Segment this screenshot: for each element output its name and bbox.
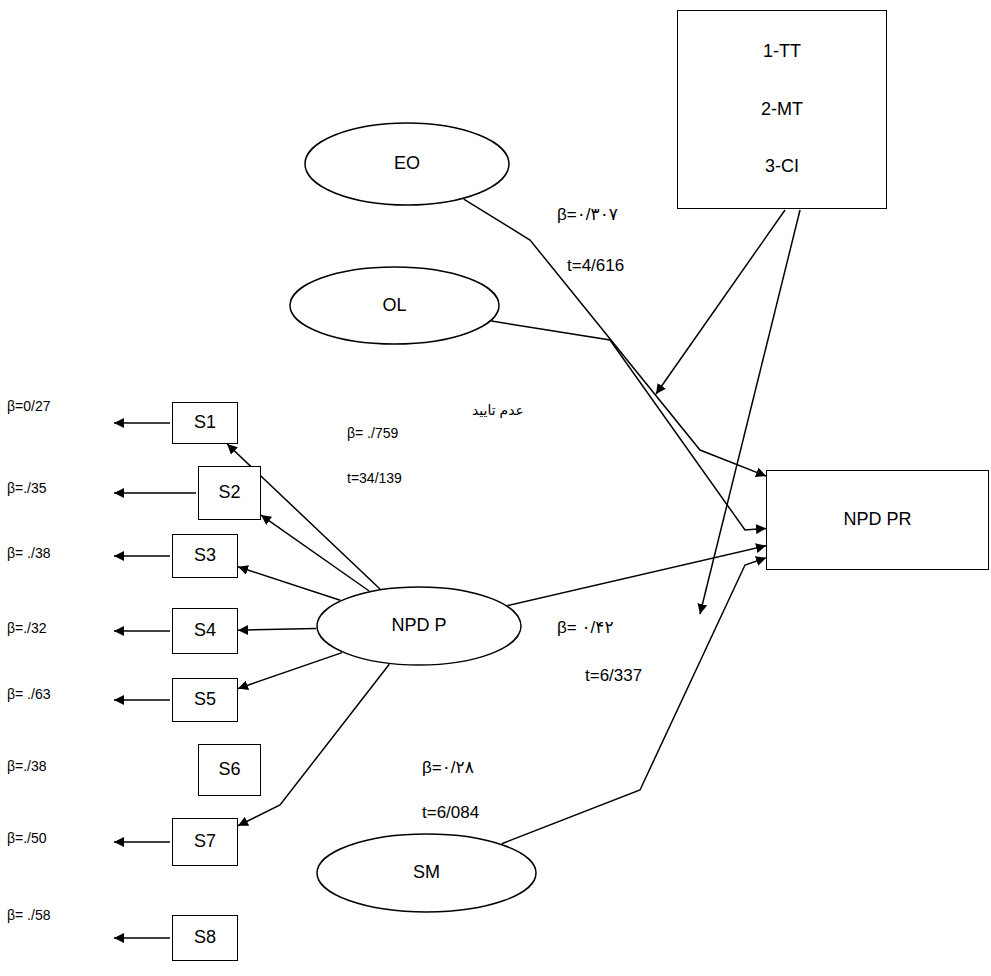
coefficient-label: t=4/616	[565, 256, 626, 276]
coefficient-label: t=6/084	[420, 803, 481, 823]
indicator-box: S6	[198, 744, 261, 796]
ellipse-outline	[317, 834, 536, 912]
path-arrow	[238, 567, 340, 600]
moderator-arrow	[656, 210, 785, 394]
node-label: 2-MT	[761, 99, 803, 121]
construct-ellipse: OL	[289, 266, 500, 345]
path-arrow	[238, 628, 316, 630]
coefficient-label: عدم تایید	[470, 402, 526, 419]
coefficient-label: β=./32	[5, 620, 49, 637]
node-label: S2	[218, 482, 240, 504]
node-label: 1-TT	[763, 41, 801, 63]
leader-arrow	[114, 630, 170, 632]
coefficient-label: β= ./63	[5, 686, 52, 703]
leader-arrow	[114, 699, 170, 701]
node-label: EO	[394, 153, 420, 175]
coefficient-label: β=0/27	[5, 398, 52, 415]
construct-ellipse: EO	[304, 122, 510, 206]
leader-arrow	[114, 937, 170, 939]
coefficient-label: β=./50	[5, 830, 49, 847]
node-label: NPD PR	[843, 509, 911, 531]
coefficient-label: β= ./58	[5, 907, 52, 924]
indicator-box: S5	[172, 678, 238, 722]
indicator-box: S4	[172, 608, 238, 654]
coefficient-label: β=۰/۲۸	[420, 758, 476, 778]
node-label: 3-CI	[765, 156, 799, 178]
leader-arrow	[114, 422, 170, 424]
coefficient-label: β=./38	[5, 758, 49, 775]
coefficient-label: β= ۰/۴۲	[555, 618, 616, 638]
path-arrow	[508, 546, 766, 606]
ellipse-outline	[290, 267, 499, 344]
indicator-box: S2	[198, 466, 261, 520]
path-arrow	[492, 321, 766, 530]
coefficient-label: β=۰/۳۰۷	[555, 205, 620, 225]
indicator-box: S1	[172, 402, 238, 444]
path-arrow	[238, 653, 342, 689]
moderator-box: 1-TT 2-MT 3-CI	[677, 10, 887, 209]
coefficient-label: t=6/337	[583, 666, 644, 686]
path-arrow	[464, 199, 766, 476]
leader-arrow	[114, 841, 170, 843]
node-label: S6	[218, 759, 240, 781]
path-arrow	[502, 558, 766, 844]
coefficient-label: β= ./759	[345, 425, 400, 442]
node-label: S4	[194, 620, 216, 642]
indicator-box: S3	[172, 534, 238, 578]
node-label: S5	[194, 689, 216, 711]
node-label: NPD P	[391, 615, 446, 637]
coefficient-label: t=34/139	[345, 470, 404, 487]
outcome-box: NPD PR	[766, 470, 989, 570]
coefficient-label: β=./35	[5, 480, 49, 497]
indicator-box: S7	[172, 818, 238, 866]
construct-ellipse: NPD P	[316, 586, 522, 666]
construct-ellipse: SM	[316, 833, 537, 913]
ellipse-outline	[317, 587, 521, 665]
indicator-box: S8	[172, 915, 238, 961]
leader-arrow	[114, 492, 196, 494]
node-label: S3	[194, 545, 216, 567]
node-label: SM	[413, 862, 440, 884]
node-label: S8	[194, 927, 216, 949]
leader-arrow	[114, 555, 170, 557]
node-label: OL	[382, 295, 406, 317]
coefficient-label: β= ./38	[5, 545, 52, 562]
node-label: S7	[194, 831, 216, 853]
node-label: S1	[194, 412, 216, 434]
ellipse-outline	[305, 123, 509, 205]
